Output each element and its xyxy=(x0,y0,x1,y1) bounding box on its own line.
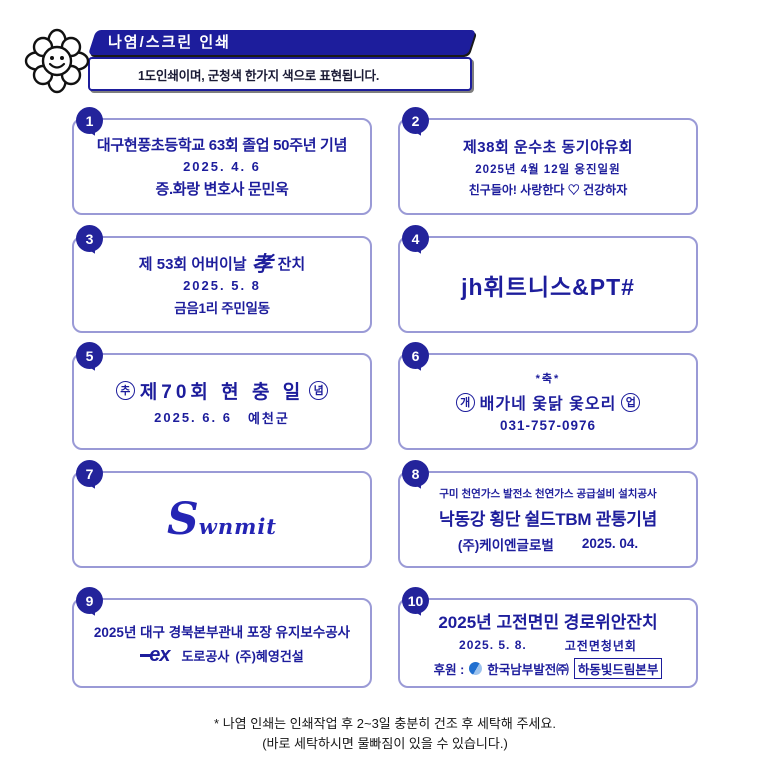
sample-text-line: 제 53회 어버이날 孝 잔치 xyxy=(139,253,305,274)
sample-box-1: 1 대구현풍초등학교 63회 졸업 50주년 기념 2025. 4. 6 증.화… xyxy=(72,107,372,215)
sample-text-line: 증.화랑 변호사 문민욱 xyxy=(155,181,289,198)
kospo-logo-icon xyxy=(469,661,483,675)
sample-number-badge: 1 xyxy=(76,107,103,134)
sample-box-7: 7 S wnmit xyxy=(72,460,372,568)
sample-text-part: 고전면청년회 xyxy=(564,638,637,653)
sample-box-6: 6 *축* 개 배가네 옻닭 옻오리 업 031-757-0976 xyxy=(398,342,698,450)
expressway-logo-text: ex xyxy=(149,644,170,666)
sample-text-line: 낙동강 횡단 쉴드TBM 관통기념 xyxy=(439,509,657,529)
sample-text-line: (주)케이엔글로벌 2025. 04. xyxy=(458,534,638,554)
sponsor-name: 한국남부발전㈜ xyxy=(487,662,569,677)
phone-number: 031-757-0976 xyxy=(499,418,597,433)
sample-date: 2025. 4. 6 xyxy=(183,159,261,174)
sample-date: 2025. 6. 6 xyxy=(154,409,232,425)
circled-character: 추 xyxy=(115,380,135,400)
sponsor-name: 하동빛드림본부 xyxy=(573,657,663,679)
sponsor-label: 후원 : xyxy=(433,662,465,677)
page-title: 나염/스크린 인쇄 xyxy=(108,34,231,51)
sample-text-part: 배가네 옻닭 옻오리 xyxy=(479,396,617,413)
sample-text-line: *축* xyxy=(535,373,561,385)
header-subtitle-box: 1도인쇄이며, 군청색 한가지 색으로 표현됩니다. xyxy=(88,57,472,91)
expressway-logo: ex xyxy=(140,644,170,666)
sample-number-badge: 10 xyxy=(402,587,429,614)
circled-character: 업 xyxy=(621,392,641,412)
sample-number-badge: 9 xyxy=(76,587,103,614)
company-name: 도로공사 xyxy=(181,648,230,664)
sample-number-badge: 7 xyxy=(76,460,103,487)
header-title-banner: 나염/스크린 인쇄 xyxy=(87,30,477,55)
sponsor-line: 후원 : 한국남부발전㈜ 하동빛드림본부 xyxy=(433,657,663,679)
sample-box-4: 4 jh휘트니스&PT# xyxy=(398,225,698,333)
sample-box-2: 2 제38회 운수초 동기야유회 2025년 4월 12일 웅진일원 친구들아!… xyxy=(398,107,698,215)
sample-text-part: 예천군 xyxy=(247,410,290,426)
page-subtitle: 1도인쇄이며, 군청색 한가지 색으로 표현됩니다. xyxy=(138,68,380,83)
sample-date: 2025. 5. 8. xyxy=(459,638,527,652)
logo-initial: S xyxy=(166,493,199,545)
circled-character: 개 xyxy=(455,392,475,412)
circled-character: 념 xyxy=(309,380,329,400)
hanja-character: 孝 xyxy=(251,250,273,276)
sample-box-3: 3 제 53회 어버이날 孝 잔치 2025. 5. 8 금음1리 주민일동 xyxy=(72,225,372,333)
company-name: (주)혜영건설 xyxy=(235,648,304,664)
sample-text-line: ex 도로공사 (주)혜영건설 xyxy=(140,645,304,665)
sample-text-part: 잔치 xyxy=(277,255,306,273)
sample-text-line: 대구현풍초등학교 63회 졸업 50주년 기념 xyxy=(96,137,348,154)
sample-text-line: 친구들아! 사랑한다 ♡ 건강하자 xyxy=(468,182,628,197)
sample-text-part: 제70회 현 충 일 xyxy=(139,381,305,403)
sample-date-line: 2025. 6. 6 예천군 xyxy=(154,408,290,427)
sample-number-badge: 6 xyxy=(402,342,429,369)
sample-number-badge: 4 xyxy=(402,225,429,252)
sample-number-badge: 3 xyxy=(76,225,103,252)
smiley-flower-icon xyxy=(24,28,90,94)
sample-text-line: jh휘트니스&PT# xyxy=(461,273,635,300)
sample-text-line: 추 제70회 현 충 일 념 xyxy=(111,377,333,404)
sample-date: 2025. 04. xyxy=(581,536,639,551)
footer-line: (바로 세탁하시면 물빠짐이 있을 수 있습니다.) xyxy=(262,736,508,751)
sample-box-9: 9 2025년 대구 경북본부관내 포장 유지보수공사 ex 도로공사 (주)혜… xyxy=(72,587,372,688)
sample-box-10: 10 2025년 고전면민 경로위안잔치 2025. 5. 8. 고전면청년회 … xyxy=(398,587,698,688)
sample-date: 2025. 5. 8 xyxy=(183,277,261,293)
sample-date-line: 2025. 5. 8. 고전면청년회 xyxy=(459,637,637,654)
sample-text-line: 2025년 대구 경북본부관내 포장 유지보수공사 xyxy=(93,625,351,640)
expressway-logo-bar xyxy=(140,653,152,657)
logo-rest: wnmit xyxy=(198,514,278,540)
footer-line: * 나염 인쇄는 인쇄작업 후 2~3일 충분히 건조 후 세탁해 주세요. xyxy=(214,716,556,731)
sample-text-line: 구미 천연가스 발전소 천연가스 공급설비 설치공사 xyxy=(439,487,657,500)
sample-number-badge: 5 xyxy=(76,342,103,369)
footer-notice: * 나염 인쇄는 인쇄작업 후 2~3일 충분히 건조 후 세탁해 주세요. (… xyxy=(0,714,770,754)
logo-text: S wnmit xyxy=(166,493,278,545)
sample-text-line: 제38회 운수초 동기야유회 xyxy=(462,138,634,156)
sample-number-badge: 8 xyxy=(402,460,429,487)
sample-date: 2025년 4월 12일 웅진일원 xyxy=(475,163,621,176)
sample-text-line: 2025년 고전면민 경로위안잔치 xyxy=(438,612,658,632)
sample-text-line: 금음1리 주민일동 xyxy=(174,300,270,316)
sample-box-8: 8 구미 천연가스 발전소 천연가스 공급설비 설치공사 낙동강 횡단 쉴드TB… xyxy=(398,460,698,568)
sample-text-part: 제 53회 어버이날 xyxy=(138,255,247,273)
sample-number-badge: 2 xyxy=(402,107,429,134)
company-name: (주)케이엔글로벌 xyxy=(457,537,554,553)
sample-box-5: 5 추 제70회 현 충 일 념 2025. 6. 6 예천군 xyxy=(72,342,372,450)
sample-text-line: 개 배가네 옻닭 옻오리 업 xyxy=(451,390,646,414)
